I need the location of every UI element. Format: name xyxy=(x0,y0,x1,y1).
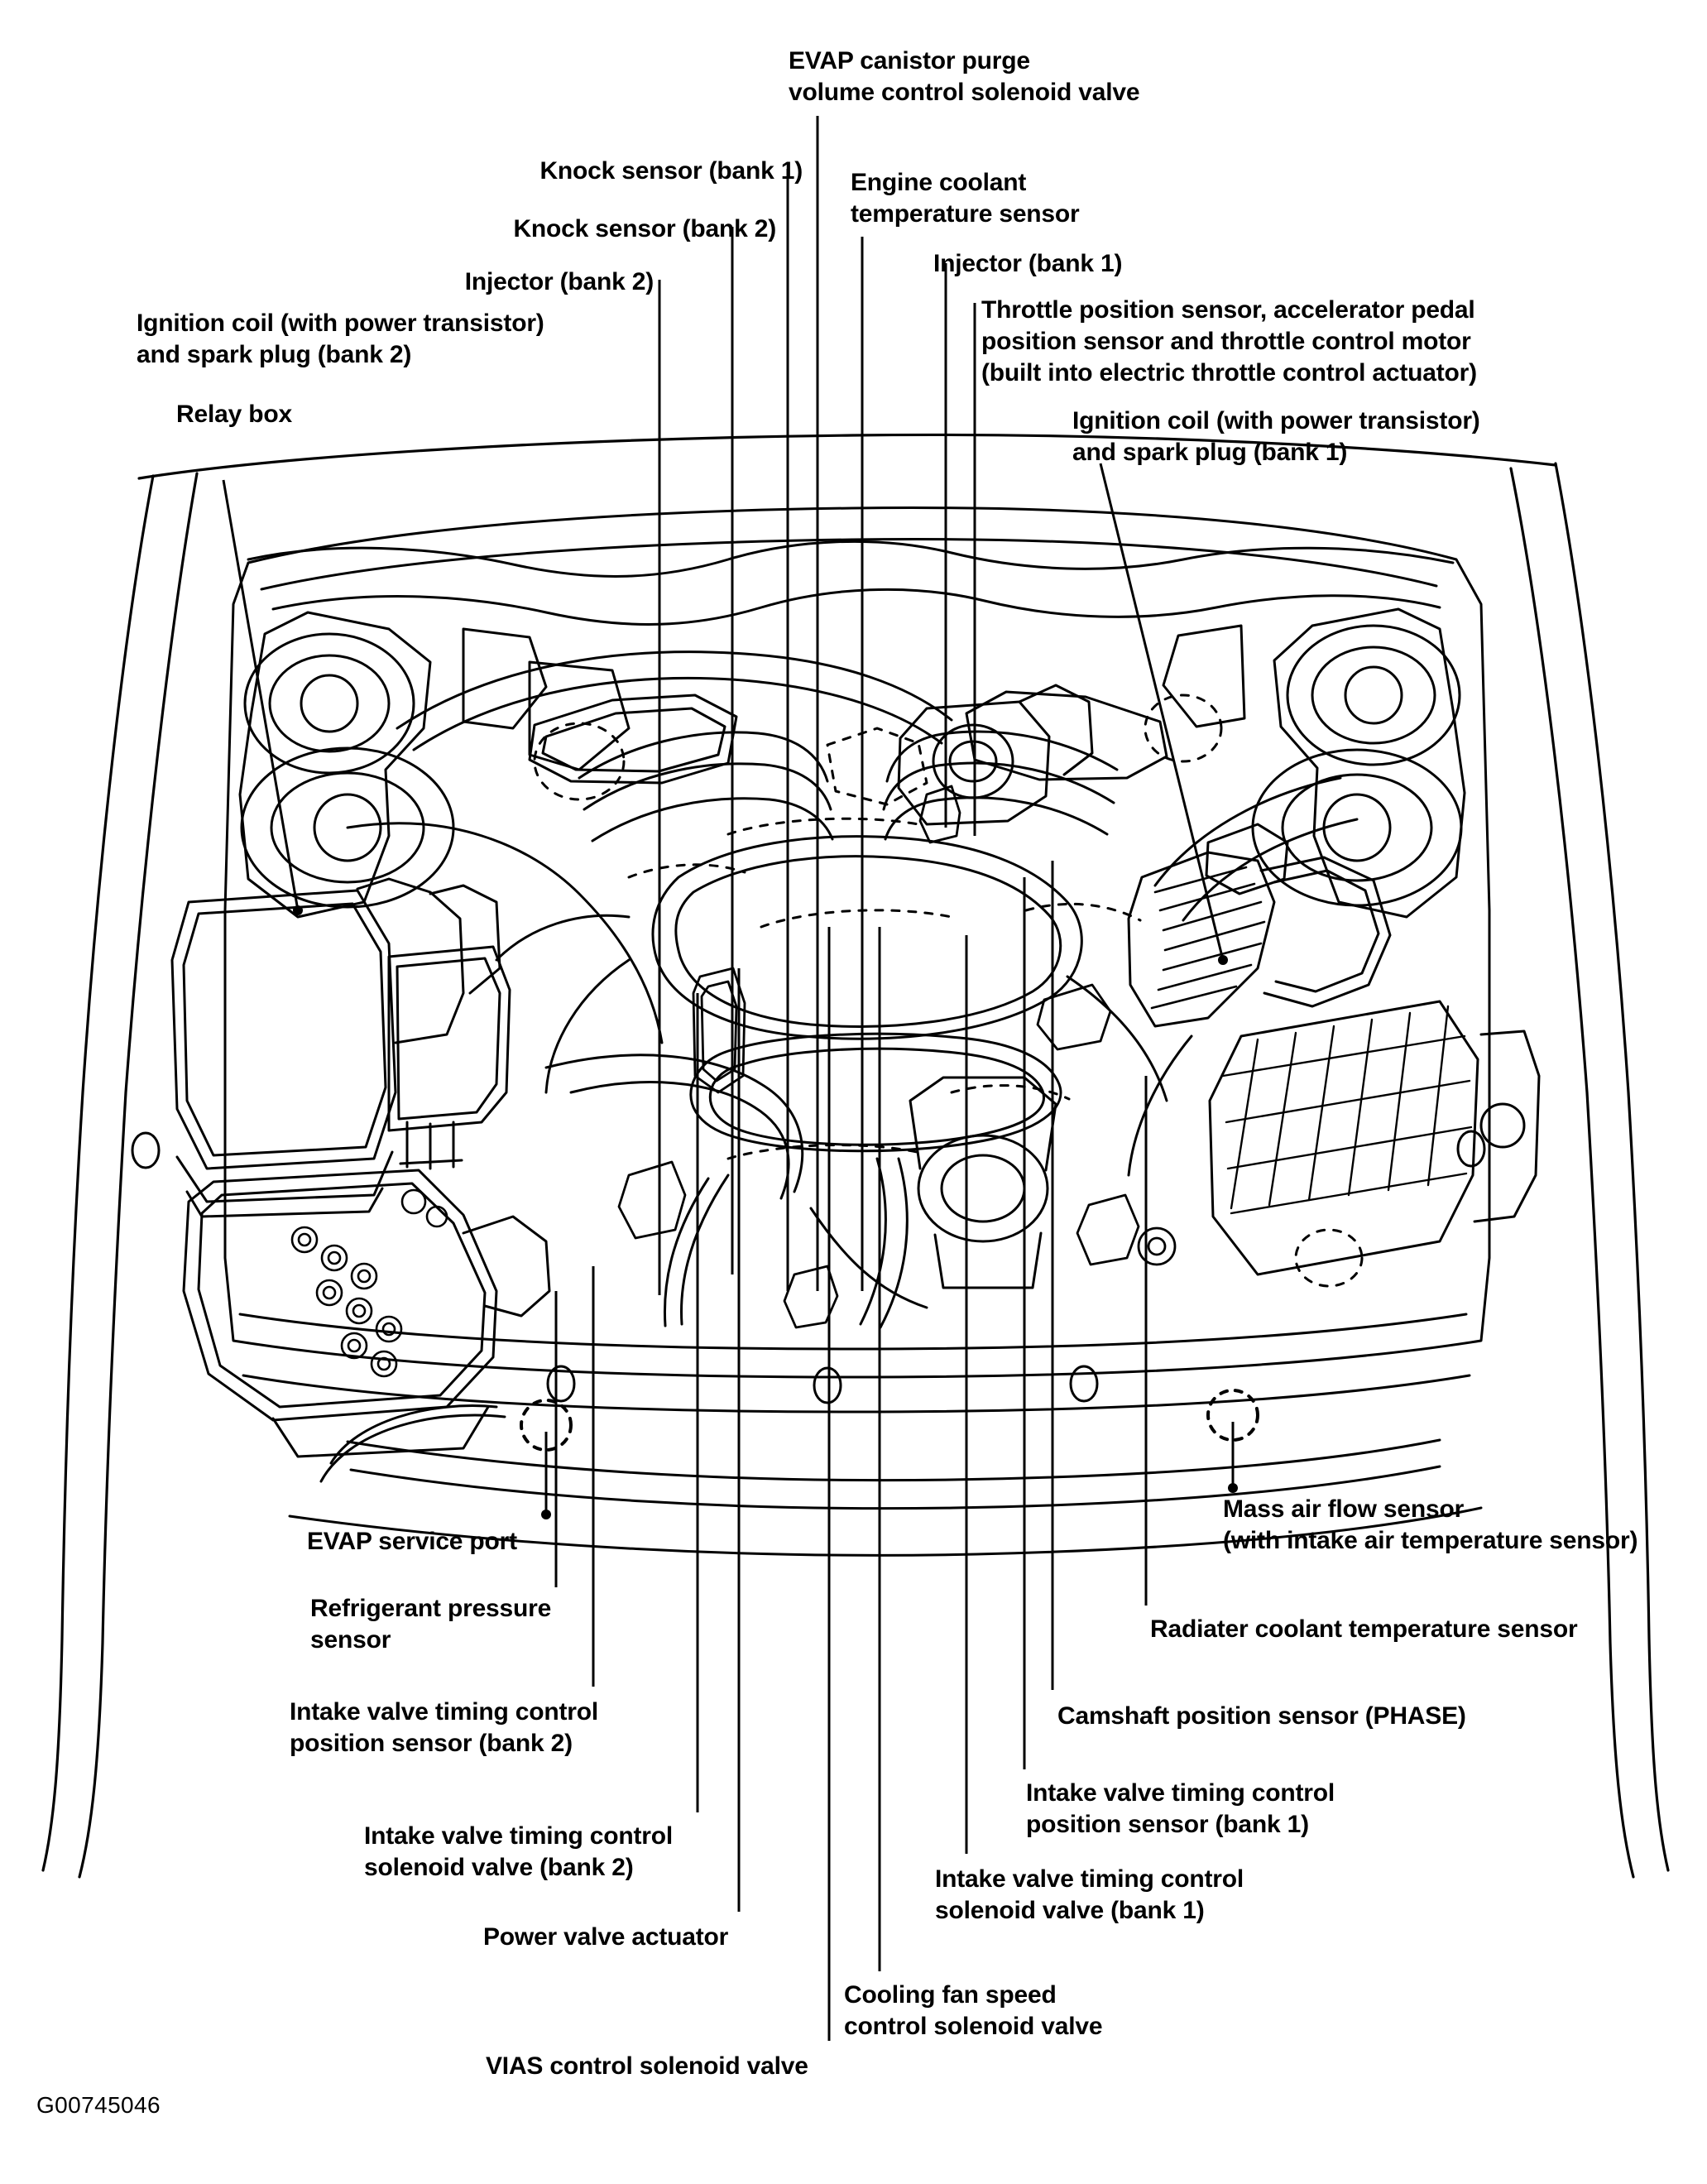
leader-ignition-coil-bank1 xyxy=(1099,463,1225,961)
label-mass-air-flow: Mass air flow sensor (with intake air te… xyxy=(1223,1495,1638,1554)
label-injector-bank2: Injector (bank 2) xyxy=(464,268,655,295)
label-evap-service-port: EVAP service port xyxy=(307,1528,517,1555)
label-injector-bank1: Injector (bank 1) xyxy=(933,250,1123,277)
label-radiator-coolant-temp: Radiater coolant temperature sensor xyxy=(1150,1615,1578,1643)
figure-code: G00745046 xyxy=(36,2092,161,2118)
label-ivt-position-bank2: Intake valve timing control position sen… xyxy=(290,1698,599,1757)
leader-ignition-coil-bank1-endpoint-dot xyxy=(1218,955,1228,965)
label-refrigerant-pressure: Refrigerant pressure sensor xyxy=(310,1595,552,1654)
label-ivt-position-bank1: Intake valve timing control position sen… xyxy=(1026,1779,1335,1838)
label-cooling-fan-speed: Cooling fan speed control solenoid valve xyxy=(844,1981,1103,2040)
label-vias-control: VIAS control solenoid valve xyxy=(486,2052,808,2080)
leader-ignition-coil-bank2-endpoint-dot xyxy=(293,905,303,915)
label-engine-coolant-temp: Engine coolant temperature sensor xyxy=(851,169,1080,228)
label-relay-box: Relay box xyxy=(176,401,292,428)
leader-evap-service-port-endpoint-dot xyxy=(541,1510,551,1519)
leader-ignition-coil-bank2 xyxy=(222,479,300,911)
leader-mass-air-flow-endpoint-dot xyxy=(1228,1483,1238,1493)
label-knock-sensor-bank1: Knock sensor (bank 1) xyxy=(539,157,803,185)
label-ivt-solenoid-bank1: Intake valve timing control solenoid val… xyxy=(935,1865,1244,1924)
label-knock-sensor-bank2: Knock sensor (bank 2) xyxy=(513,215,776,242)
label-power-valve-actuator: Power valve actuator xyxy=(483,1923,729,1951)
label-throttle-position: Throttle position sensor, accelerator pe… xyxy=(981,296,1477,386)
label-ignition-coil-bank2: Ignition coil (with power transistor) an… xyxy=(137,310,544,368)
label-evap-canister-purge: EVAP canistor purge volume control solen… xyxy=(789,47,1140,106)
label-ivt-solenoid-bank2: Intake valve timing control solenoid val… xyxy=(364,1822,674,1881)
label-ignition-coil-bank1: Ignition coil (with power transistor) an… xyxy=(1072,407,1480,466)
label-camshaft-position: Camshaft position sensor (PHASE) xyxy=(1057,1702,1466,1730)
